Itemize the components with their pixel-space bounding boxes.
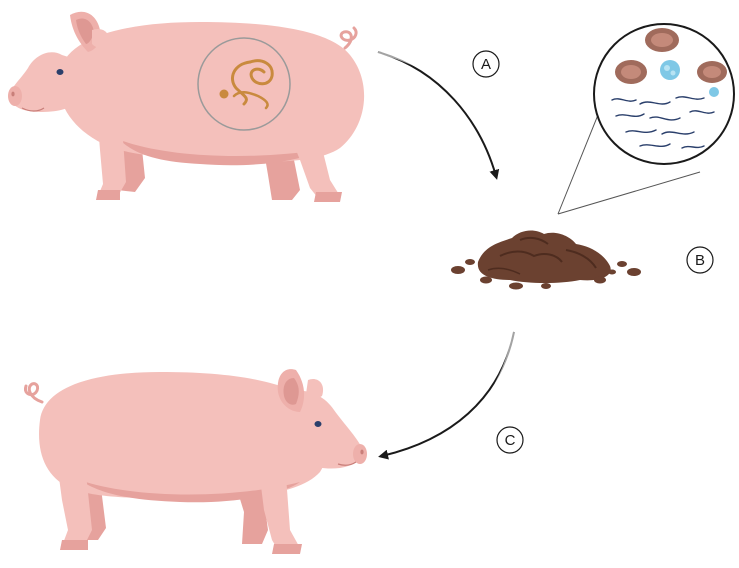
oocyst-icon: [660, 60, 680, 80]
step-a-label: A: [481, 56, 491, 73]
step-a-badge: A: [473, 51, 499, 77]
egg-icon: [645, 28, 679, 52]
oocyst-icon: [709, 87, 719, 97]
infected-pig-icon: [8, 12, 364, 202]
healthy-pig-icon: [25, 369, 367, 554]
step-c-label: C: [505, 432, 516, 449]
egg-icon: [615, 60, 647, 84]
eggs-and-larvae-lens-icon: [558, 24, 734, 214]
egg-icon: [697, 61, 727, 83]
step-b-label: B: [695, 252, 705, 269]
step-b-badge: B: [687, 247, 713, 273]
transmission-arrow-c: [382, 332, 514, 456]
feces-pile-icon: [451, 231, 641, 290]
step-c-badge: C: [497, 427, 523, 453]
